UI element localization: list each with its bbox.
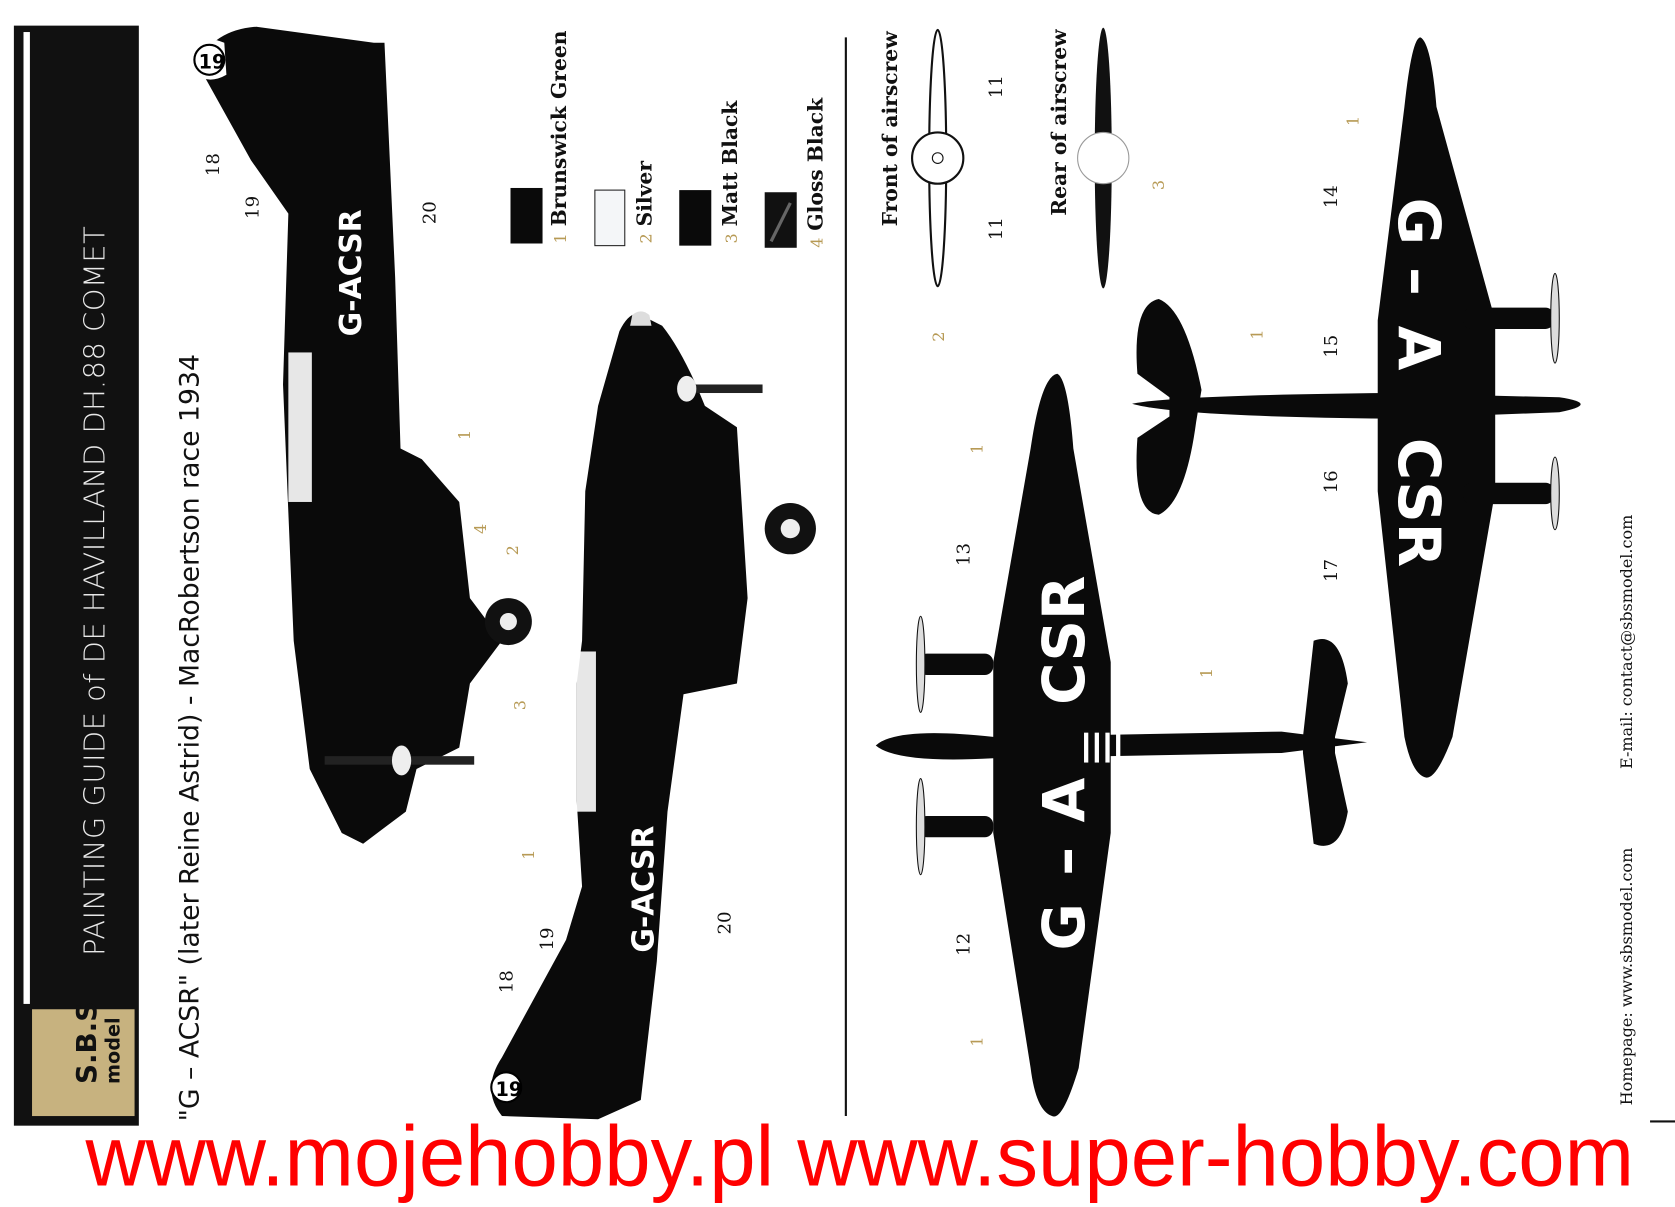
sbs-logo [32, 1009, 135, 1117]
front-airscrew: Front of airscrew 11 11 2 [878, 28, 1007, 342]
logo-text-1: S.B.S [70, 1002, 103, 1084]
callout-17: 17 [1321, 559, 1342, 582]
colour-legend: 1 Brunswick Green 2 Silver 3 Matt Black … [510, 30, 827, 248]
reg-dash-b: – [1385, 267, 1453, 296]
callout-19-lower: 19 [537, 927, 558, 950]
race-number-lower: 19 [496, 1078, 523, 1101]
side-view-upper: 19 G-ACSR [190, 26, 532, 844]
swatch-matt-black [679, 190, 712, 246]
plan-view-lower [875, 373, 1368, 1117]
header-band: S.B.S model PAINTING GUIDE of DE HAVILLA… [13, 25, 139, 1126]
legend-num-4: 4 [807, 238, 826, 248]
callout-paint-1-lower: 1 [519, 850, 538, 860]
callout-18: 18 [203, 153, 224, 176]
reg-dash-a: – [1030, 847, 1098, 876]
callout-16: 16 [1321, 470, 1342, 493]
callout-11b: 11 [986, 217, 1007, 240]
legend-label-2: Silver [632, 161, 656, 227]
callout-12: 12 [954, 933, 975, 956]
callout-paint-1-b: 1 [968, 1036, 987, 1046]
reg-csr-a: CSR [1030, 576, 1098, 705]
callout-18-lower: 18 [497, 970, 518, 993]
callout-paint-2: 2 [503, 545, 522, 555]
reg-g-a: G [1030, 903, 1098, 950]
callout-paint-1-d: 1 [1343, 116, 1362, 126]
registration-upper: G-ACSR [334, 209, 369, 336]
callout-13: 13 [954, 543, 975, 566]
legend-label-3: Matt Black [718, 100, 742, 227]
logo-text-2: model [102, 1017, 125, 1084]
plan-view-upper [1132, 37, 1581, 778]
callout-paint-1-e: 1 [1247, 329, 1266, 339]
registration-lower: G-ACSR [627, 826, 662, 953]
email-text: E-mail: contact@sbsmodel.com [1617, 515, 1636, 769]
callout-11a: 11 [986, 75, 1007, 98]
front-airscrew-label: Front of airscrew [878, 31, 902, 227]
callout-19: 19 [242, 196, 263, 219]
reg-g-b: G [1385, 198, 1453, 245]
callout-paint-3-airscrew: 3 [1149, 180, 1168, 190]
legend-label-1: Brunswick Green [547, 30, 571, 226]
reg-a-b: A [1385, 326, 1453, 371]
callout-20: 20 [420, 201, 441, 224]
callout-paint-3: 3 [510, 700, 529, 710]
callout-paint-4: 4 [471, 524, 490, 534]
legend-label-4: Gloss Black [803, 97, 827, 231]
rear-airscrew: Rear of airscrew 3 [1047, 27, 1168, 289]
legend-num-1: 1 [551, 233, 570, 243]
callout-20-lower: 20 [715, 911, 736, 934]
callout-14: 14 [1321, 185, 1342, 208]
reg-csr-b: CSR [1385, 438, 1453, 567]
rear-airscrew-label: Rear of airscrew [1047, 29, 1071, 216]
race-number-upper: 19 [199, 50, 226, 73]
swatch-silver [594, 189, 626, 247]
watermark: www.mojehobby.pl www.super-hobby.com [84, 1109, 1634, 1204]
callout-paint-1: 1 [455, 430, 474, 440]
homepage-text: Homepage: www.sbsmodel.com [1617, 848, 1636, 1106]
callout-15: 15 [1321, 335, 1342, 358]
legend-num-2: 2 [636, 233, 655, 243]
page-title: PAINTING GUIDE of DE HAVILLAND DH.88 COM… [78, 226, 112, 956]
callout-paint-1-c: 1 [1197, 668, 1216, 678]
page-subtitle: "G – ACSR" (later Reine Astrid) - MacRob… [175, 354, 206, 1121]
callout-paint-2-airscrew: 2 [929, 332, 948, 342]
swatch-brunswick-green [510, 187, 543, 244]
callout-paint-1-a: 1 [968, 444, 987, 454]
legend-num-3: 3 [722, 233, 741, 243]
side-view-lower: 19 G-ACSR [490, 311, 816, 1120]
reg-a-a: A [1030, 777, 1098, 822]
